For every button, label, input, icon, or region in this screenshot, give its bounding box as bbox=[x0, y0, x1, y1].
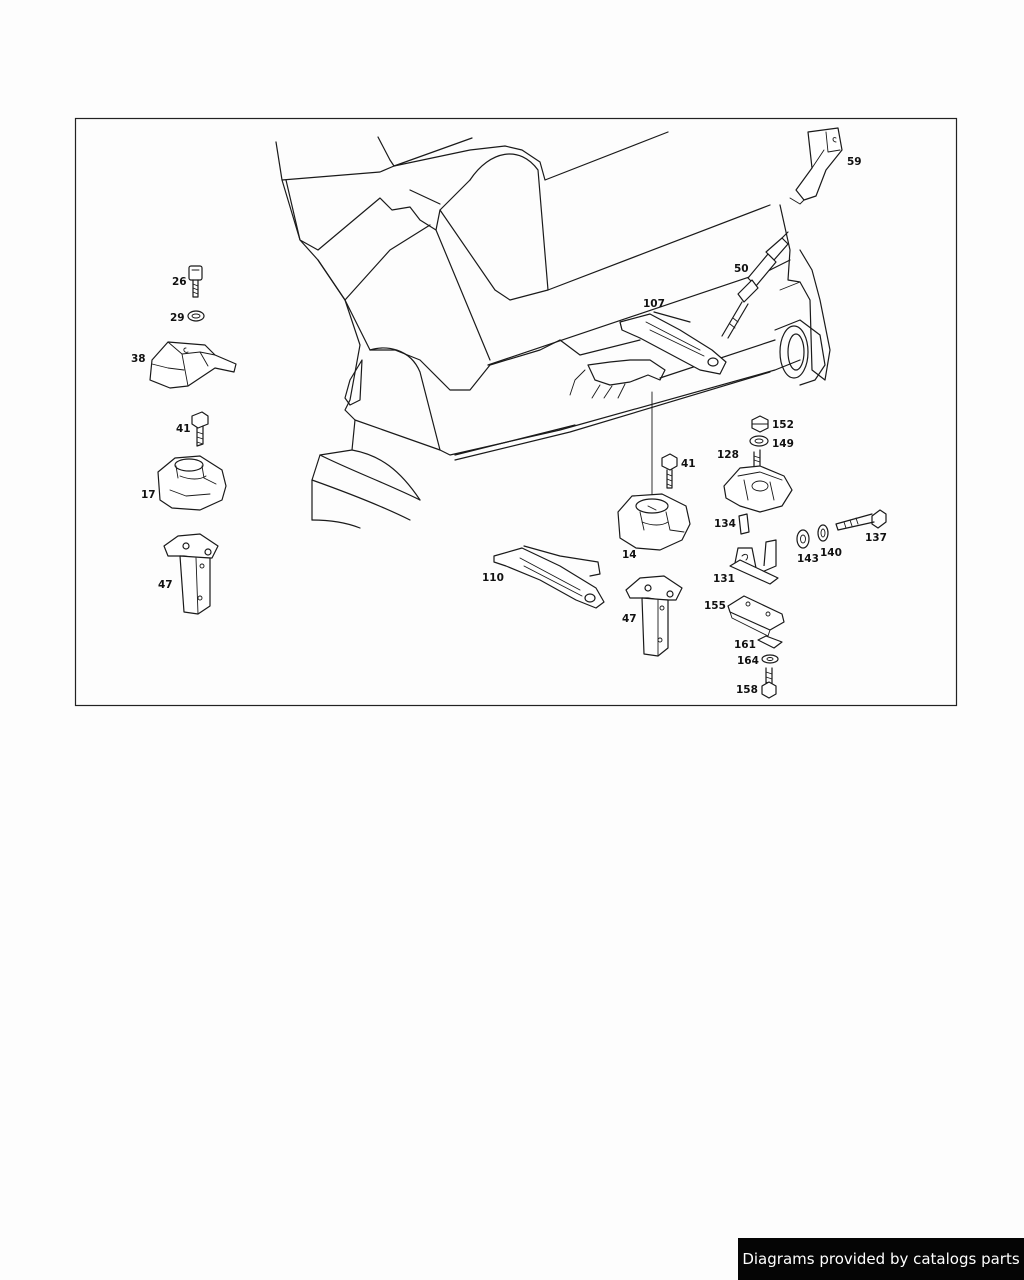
callout-59: 59 bbox=[847, 156, 862, 168]
callout-134: 134 bbox=[714, 518, 736, 530]
callout-164: 164 bbox=[737, 655, 759, 667]
part-59-bracket bbox=[789, 127, 843, 205]
diagram-credit-banner: Diagrams provided by catalogs parts bbox=[738, 1238, 1024, 1280]
callout-50: 50 bbox=[734, 263, 749, 275]
part-131-bracket bbox=[729, 539, 779, 585]
callout-47-left: 47 bbox=[158, 579, 173, 591]
callout-131: 131 bbox=[713, 573, 735, 585]
callout-110: 110 bbox=[482, 572, 504, 584]
part-137-bolt bbox=[835, 509, 887, 531]
callout-161: 161 bbox=[734, 639, 756, 651]
part-155-plate bbox=[727, 595, 785, 637]
callout-152: 152 bbox=[772, 419, 794, 431]
callout-41-left: 41 bbox=[176, 423, 191, 435]
part-41-bolt-mid bbox=[661, 453, 678, 489]
callout-137: 137 bbox=[865, 532, 887, 544]
part-17-mount bbox=[157, 455, 227, 511]
callout-labels: 59 50 107 26 29 38 41 17 47 152 149 128 … bbox=[131, 156, 887, 696]
callout-155: 155 bbox=[704, 600, 726, 612]
callout-38: 38 bbox=[131, 353, 146, 365]
callout-128: 128 bbox=[717, 449, 739, 461]
part-149-washer bbox=[749, 435, 769, 447]
credit-text: Diagrams provided by catalogs parts bbox=[742, 1250, 1020, 1268]
callout-14: 14 bbox=[622, 549, 637, 561]
diagram-frame bbox=[74, 117, 958, 707]
part-14-mount bbox=[617, 493, 691, 551]
part-47-support-mid bbox=[625, 575, 683, 657]
callout-143: 143 bbox=[797, 553, 819, 565]
callout-149: 149 bbox=[772, 438, 794, 450]
part-29-washer bbox=[187, 310, 205, 322]
part-158-bolt bbox=[761, 667, 777, 699]
callout-140: 140 bbox=[820, 547, 842, 559]
part-164-washer bbox=[761, 654, 779, 664]
part-143-washer bbox=[796, 529, 810, 549]
callout-41-mid: 41 bbox=[681, 458, 696, 470]
part-110-arm bbox=[493, 545, 605, 609]
part-41-bolt-left bbox=[191, 411, 209, 447]
part-161-plate bbox=[757, 635, 783, 649]
callout-17: 17 bbox=[141, 489, 156, 501]
part-134-shim bbox=[738, 513, 750, 535]
part-47-support-left bbox=[163, 533, 219, 615]
part-128-mount bbox=[723, 449, 793, 513]
callout-47-mid: 47 bbox=[622, 613, 637, 625]
callout-107: 107 bbox=[643, 298, 665, 310]
part-38-bracket bbox=[149, 341, 237, 389]
callout-26: 26 bbox=[172, 276, 187, 288]
callout-158: 158 bbox=[736, 684, 758, 696]
callout-29: 29 bbox=[170, 312, 185, 324]
part-152-nut bbox=[751, 415, 769, 433]
part-26-bolt bbox=[188, 265, 203, 298]
part-107-arm bbox=[619, 311, 727, 375]
part-50-rod bbox=[721, 231, 789, 339]
part-140-washer bbox=[817, 524, 829, 542]
